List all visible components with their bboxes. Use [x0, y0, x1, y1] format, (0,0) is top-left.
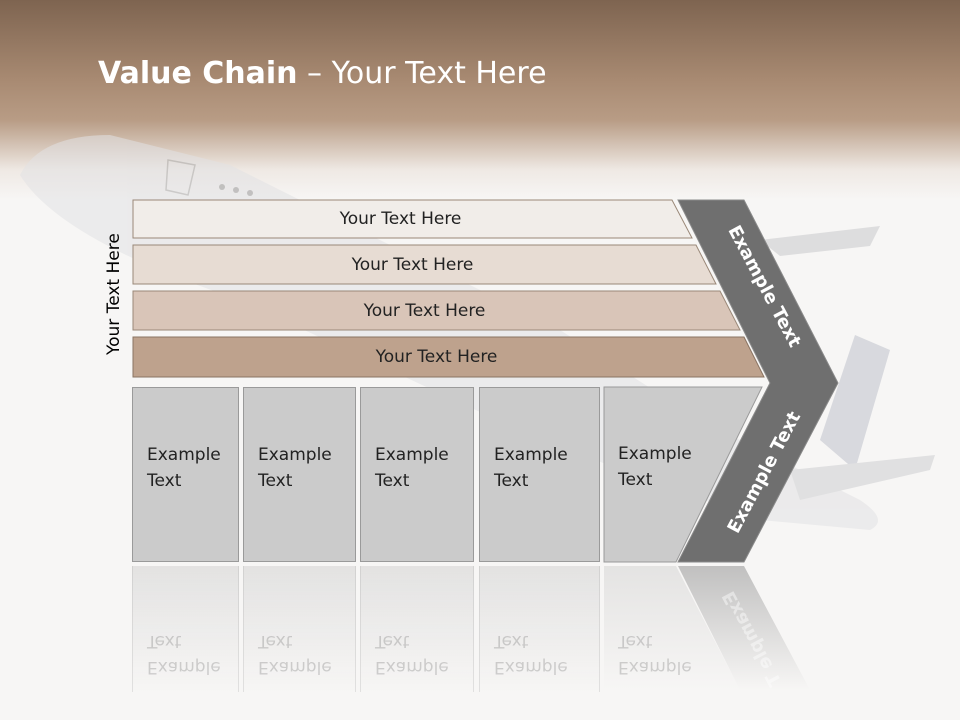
support-bar-1: Your Text Here	[133, 200, 692, 238]
primary-column-3-reflection: Example Text	[360, 566, 474, 692]
reflection-2-line2: Text	[258, 631, 293, 651]
support-bar-4-label: Your Text Here	[375, 347, 498, 367]
support-bar-3: Your Text Here	[133, 292, 740, 330]
primary-column-5-line2: Text	[618, 470, 653, 490]
support-bar-4: Your Text Here	[133, 338, 764, 376]
reflection-1-line2: Text	[147, 631, 182, 651]
reflection-5-line2: Text	[618, 631, 653, 651]
primary-column-1-line1: Example	[147, 445, 221, 465]
margin-chevron	[677, 199, 839, 563]
primary-column-1-reflection: Example Text	[132, 566, 239, 692]
support-bar-3-label: Your Text Here	[363, 301, 486, 321]
title-bold: Value Chain	[98, 56, 298, 91]
title-rest: – Your Text Here	[297, 56, 547, 91]
reflection-1-line1: Example	[147, 657, 221, 677]
support-bar-shape-2	[132, 244, 717, 285]
primary-column-3-line1: Example	[375, 445, 449, 465]
primary-column-5-reflection: Example Text	[604, 566, 692, 692]
reflection-4-line1: Example	[494, 657, 568, 677]
support-bar-1-label: Your Text Here	[339, 209, 462, 229]
primary-column-1-line2: Text	[147, 471, 182, 491]
support-bar-shape-3	[132, 290, 741, 331]
primary-column-2-reflection: Example Text	[243, 566, 356, 692]
primary-column-shape-5	[603, 386, 763, 563]
primary-column-4-line1: Example	[494, 445, 568, 465]
primary-column-4-line2: Text	[494, 471, 529, 491]
support-bar-shape-1	[132, 199, 693, 239]
reflection-3-line2: Text	[375, 631, 410, 651]
primary-column-3-line2: Text	[375, 471, 410, 491]
reflection-5-line1: Example	[618, 657, 692, 677]
primary-column-5-line1: Example	[618, 444, 692, 464]
reflection-4-line2: Text	[494, 631, 529, 651]
reflection-3-line1: Example	[375, 657, 449, 677]
support-bar-2: Your Text Here	[133, 246, 716, 284]
slide-title: Value Chain – Your Text Here	[98, 56, 547, 91]
support-bar-2-label: Your Text Here	[351, 255, 474, 275]
reflection-2-line1: Example	[258, 657, 332, 677]
primary-column-reflection-5	[604, 566, 740, 690]
support-bar-shape-4	[132, 336, 765, 378]
primary-column-4-reflection: Example Text	[479, 566, 600, 692]
margin-chevron-reflection	[678, 566, 810, 690]
primary-column-2-line1: Example	[258, 445, 332, 465]
primary-column-2-line2: Text	[258, 471, 293, 491]
